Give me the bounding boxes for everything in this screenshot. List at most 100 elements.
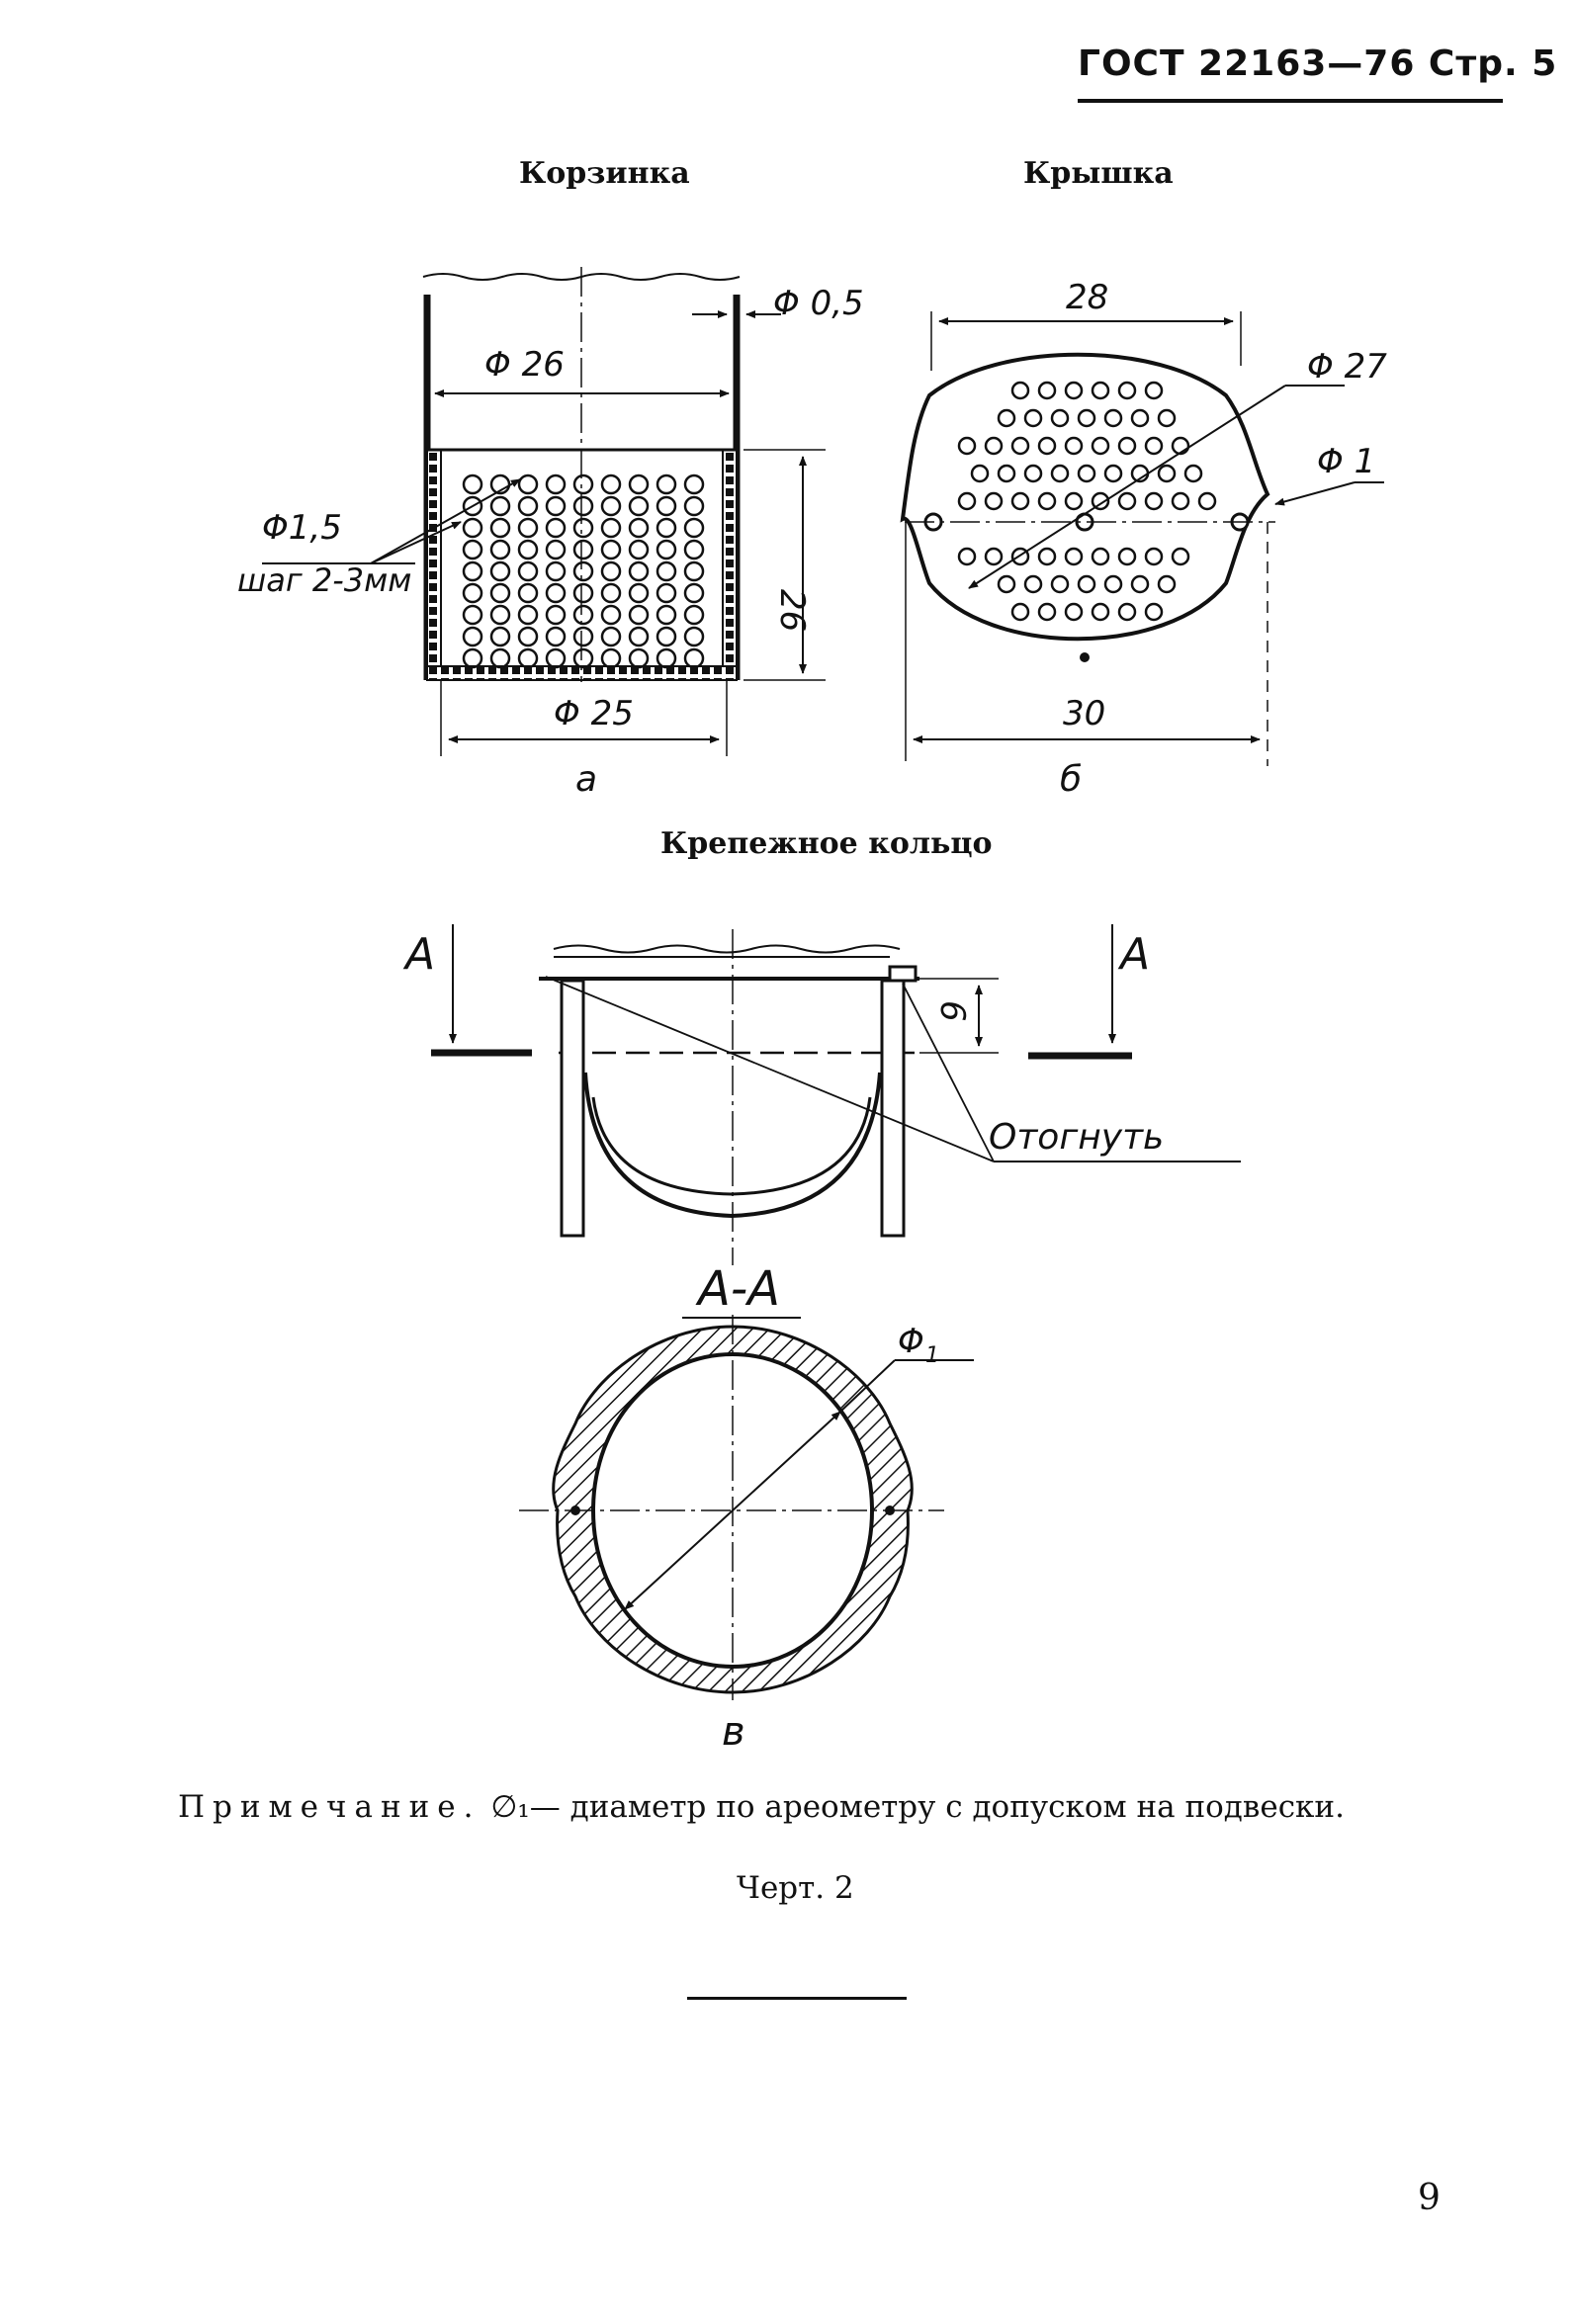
section-mark-right: A (1117, 929, 1150, 980)
perforation-hole (628, 582, 650, 604)
perforation-hole (683, 495, 705, 517)
perforation-hole (517, 517, 539, 539)
lid-perforation-hole (1077, 574, 1096, 594)
figure-label: Черт. 2 (737, 1870, 854, 1906)
lid-perforation-hole (957, 547, 977, 566)
perforation-hole (545, 604, 567, 626)
basket-pitch: шаг 2-3мм (237, 561, 411, 599)
perforation-hole (517, 539, 539, 560)
lid-perforation-hole (1023, 464, 1043, 483)
ring-letter: в (722, 1709, 745, 1755)
lid-perforation-hole (1064, 491, 1084, 511)
lid-perforation-hole (997, 408, 1016, 428)
lid-perforation-hole (1171, 436, 1190, 456)
perforation-hole (517, 604, 539, 626)
perforation-hole (656, 517, 677, 539)
section-aa-drawing: A-A Φ 1 в (519, 1261, 974, 1755)
section-dia-sub: 1 (925, 1343, 939, 1368)
lid-perforation-hole (997, 464, 1016, 483)
perforation-hole (572, 517, 594, 539)
lid-perforation-hole (1091, 491, 1110, 511)
lid-perforation-hole (1103, 574, 1123, 594)
perforation-hole (600, 626, 622, 647)
lid-perforation-hole (1037, 381, 1057, 400)
perforation-hole (462, 582, 483, 604)
perforation-hole (628, 539, 650, 560)
lid-dia-1: Φ 1 (1317, 442, 1375, 481)
lid-letter: б (1060, 759, 1082, 800)
perforation-hole (489, 626, 511, 647)
lid-perforation-hole (1157, 408, 1177, 428)
perforation-hole (628, 560, 650, 582)
lid-perforation-hole (1010, 491, 1030, 511)
lid-perforation-hole (1157, 464, 1177, 483)
note-prefix: Примечание. (178, 1789, 481, 1825)
perforation-hole (656, 626, 677, 647)
lid-holes (957, 381, 1217, 622)
perforation-hole (517, 582, 539, 604)
perforation-hole (572, 539, 594, 560)
lid-dia-27: Φ 27 (1307, 347, 1387, 387)
lid-perforation-hole (1064, 602, 1084, 622)
lid-perforation-hole (1117, 436, 1137, 456)
lid-perforation-hole (1144, 491, 1164, 511)
perforation-hole (628, 626, 650, 647)
perforation-hole (572, 582, 594, 604)
lid-perforation-hole (1077, 408, 1096, 428)
lid-perforation-hole (1077, 464, 1096, 483)
lid-perforation-hole (1037, 602, 1057, 622)
perforation-hole (489, 473, 511, 495)
basket-bottom-dia: Φ 25 (554, 694, 634, 733)
lid-perforation-hole (1010, 547, 1030, 566)
perforation-hole (628, 473, 650, 495)
perforation-hole (683, 626, 705, 647)
lid-perforation-hole (1010, 381, 1030, 400)
perforation-hole (489, 604, 511, 626)
lid-perforation-hole (1050, 574, 1070, 594)
perforation-hole (628, 647, 650, 669)
perforation-hole (683, 647, 705, 669)
perforation-hole (572, 560, 594, 582)
perforation-hole (545, 560, 567, 582)
basket-inner-dia: Φ 26 (484, 345, 565, 385)
perforation-hole (462, 626, 483, 647)
perforation-hole (545, 495, 567, 517)
basket-holes (462, 473, 705, 669)
section-dia: Φ (898, 1322, 924, 1361)
perforation-hole (600, 560, 622, 582)
section-title: A-A (695, 1261, 780, 1317)
note-symbol: ∅₁ (490, 1789, 530, 1825)
perforation-hole (572, 626, 594, 647)
perforation-hole (683, 473, 705, 495)
lid-perforation-hole (1103, 464, 1123, 483)
basket-hole-dia: Φ1,5 (262, 508, 342, 548)
perforation-hole (683, 604, 705, 626)
perforation-hole (462, 560, 483, 582)
caption-lid: Крышка (1023, 156, 1174, 191)
lid-perforation-hole (1050, 464, 1070, 483)
lid-perforation-hole (1130, 408, 1150, 428)
perforation-hole (489, 582, 511, 604)
lid-perforation-hole (1144, 547, 1164, 566)
note: Примечание. ∅₁— диаметр по ареометру с д… (178, 1789, 1345, 1825)
perforation-hole (462, 539, 483, 560)
lid-perforation-hole (984, 436, 1004, 456)
lid-perforation-hole (984, 547, 1004, 566)
perforation-hole (545, 647, 567, 669)
technical-drawing: Φ 0,5 Φ 26 Φ1,5 шаг 2-3мм 26 Φ 25 а (237, 267, 1387, 1755)
perforation-hole (545, 582, 567, 604)
lid-perforation-hole (1157, 574, 1177, 594)
perforation-hole (683, 539, 705, 560)
perforation-hole (517, 495, 539, 517)
perforation-hole (545, 626, 567, 647)
perforation-hole (517, 560, 539, 582)
lid-perforation-hole (1117, 491, 1137, 511)
lid-perforation-hole (1144, 602, 1164, 622)
lid-perforation-hole (1050, 408, 1070, 428)
lid-perforation-hole (1023, 574, 1043, 594)
lid-perforation-hole (1117, 547, 1137, 566)
perforation-hole (600, 647, 622, 669)
perforation-hole (600, 539, 622, 560)
perforation-hole (600, 582, 622, 604)
perforation-hole (656, 560, 677, 582)
